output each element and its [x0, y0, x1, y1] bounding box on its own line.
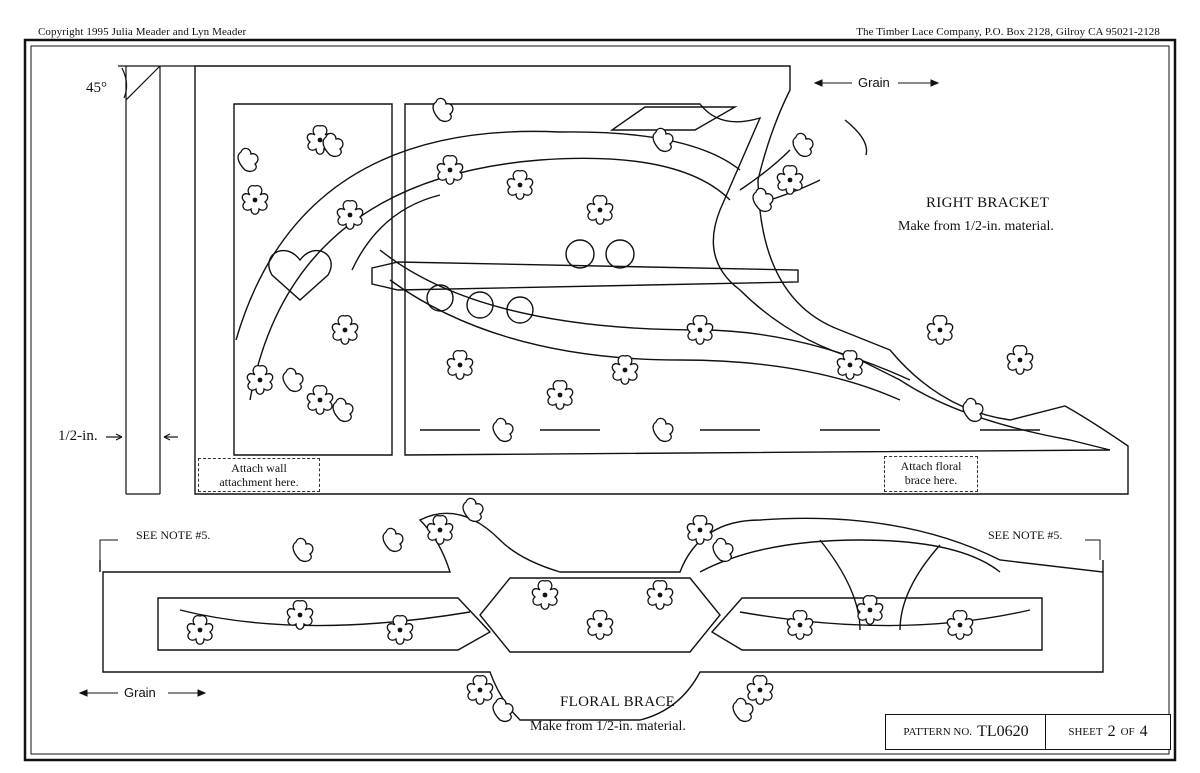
floral-brace-title: FLORAL BRACE	[560, 694, 676, 710]
side-profile	[106, 65, 195, 495]
floral-brace-outline	[99, 512, 1104, 721]
brace-attachment-note: Attach floral brace here.	[884, 456, 978, 492]
outer-border	[23, 38, 1177, 762]
sheet-number: 2	[1107, 723, 1116, 740]
right-bracket-title: RIGHT BRACKET	[926, 195, 1050, 211]
company-address: The Timber Lace Company, P.O. Box 2128, …	[856, 26, 1160, 38]
brace-ornaments	[186, 497, 974, 722]
sheet-label: SHEET	[1068, 726, 1103, 738]
right-bracket-outline	[194, 65, 1129, 495]
inner-border	[30, 45, 1170, 755]
of-label: OF	[1120, 726, 1135, 738]
thickness-label: 1/2-in.	[58, 428, 98, 444]
right-bracket-material: Make from 1/2-in. material.	[898, 219, 1054, 234]
wall-attachment-note: Attach wall attachment here.	[198, 458, 320, 492]
note-leaders	[99, 539, 1101, 560]
angle-label: 45°	[86, 80, 107, 96]
sheet-total: 4	[1139, 723, 1148, 740]
pattern-number-label: PATTERN NO.	[903, 726, 973, 738]
copyright-text: Copyright 1995 Julia Meader and Lyn Mead…	[38, 26, 247, 38]
brace-grain-label: Grain	[124, 685, 156, 700]
see-note-left: SEE NOTE #5.	[136, 528, 211, 542]
pattern-number: TL0620	[977, 723, 1029, 740]
grain-arrows	[78, 79, 940, 697]
floral-brace-material: Make from 1/2-in. material.	[530, 719, 686, 734]
bracket-ornaments	[237, 97, 1034, 442]
see-note-right: SEE NOTE #5.	[988, 528, 1063, 542]
bracket-grain-label: Grain	[858, 75, 890, 90]
pattern-number-box: PATTERN NO. TL0620	[885, 714, 1047, 750]
sheet-number-box: SHEET 2 OF 4	[1045, 714, 1171, 750]
